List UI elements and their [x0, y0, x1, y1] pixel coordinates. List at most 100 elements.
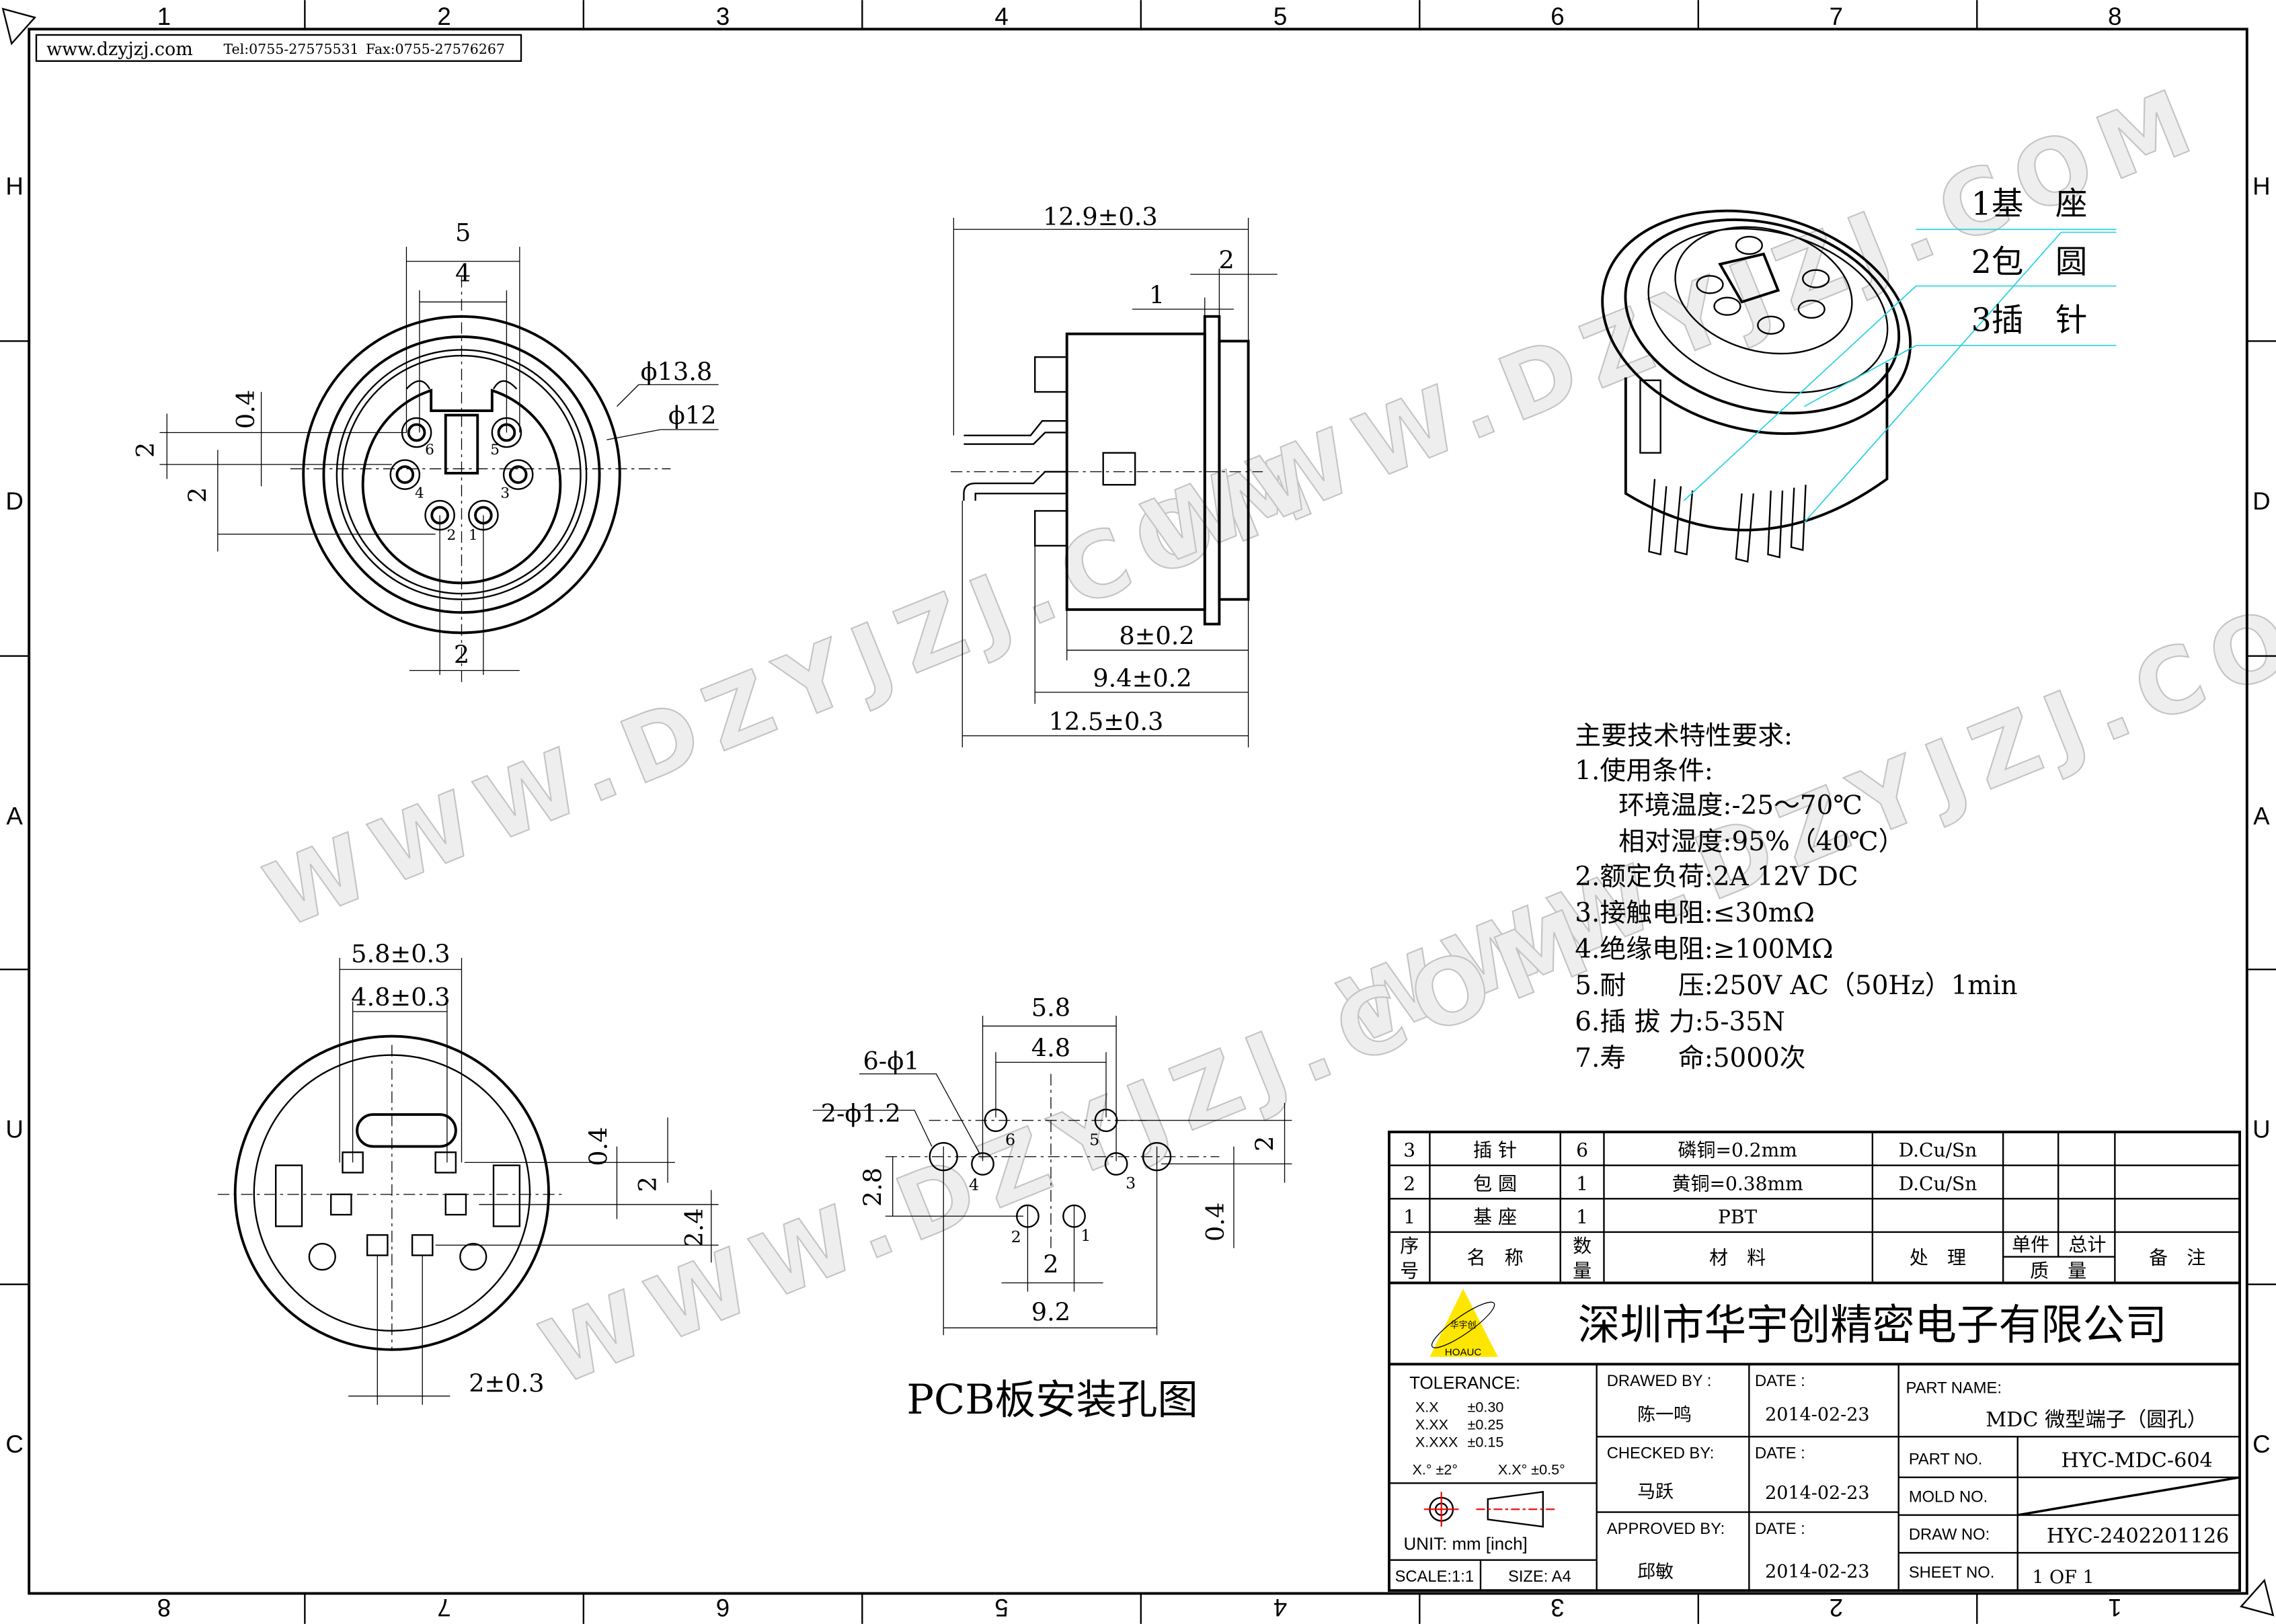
- pin-label: 3: [500, 485, 510, 502]
- pin-label: 3: [1126, 1174, 1136, 1192]
- tol-key: X.XXX: [1415, 1433, 1458, 1450]
- dim-offset: 0.4: [1201, 1203, 1230, 1242]
- part-no-label: PART NO.: [1909, 1451, 1982, 1468]
- sheet-no: 1 OF 1: [2032, 1567, 2094, 1588]
- pin-label: 1: [469, 527, 478, 544]
- tol-value: ±0.30: [1468, 1399, 1504, 1416]
- bom-header: 数: [1573, 1235, 1592, 1257]
- size-label: SIZE: A4: [1508, 1568, 1571, 1586]
- ruler-col: 2: [437, 3, 450, 30]
- tol-value: ±0.25: [1468, 1416, 1504, 1433]
- ruler-row: A: [6, 802, 23, 829]
- ruler-col: 7: [1830, 3, 1843, 30]
- ruler-col: 8: [2108, 3, 2121, 30]
- spec-line: 2.额定负荷:2A 12V DC: [1575, 862, 1858, 892]
- part-label-pin: 3插 针: [1971, 302, 2088, 339]
- projection-symbol-icon: [1423, 1491, 1555, 1528]
- tol-key: X.XX: [1415, 1416, 1448, 1433]
- ruler-col: 6: [1551, 3, 1564, 30]
- bom-no: 1: [1403, 1206, 1415, 1228]
- dim-pitch-4: 4: [455, 259, 471, 288]
- specs-title: 主要技术特性要求:: [1575, 721, 1793, 752]
- date-label: DATE :: [1755, 1520, 1805, 1538]
- fax-text: Fax:0755-27576267: [366, 41, 505, 57]
- dim-span: 9.2: [1031, 1298, 1070, 1327]
- pin-label: 2: [447, 527, 457, 544]
- ruler-col: 6: [716, 1594, 730, 1621]
- angle-tol: X.° ±2°: [1413, 1461, 1458, 1477]
- ruler-row: H: [2252, 172, 2271, 200]
- drawn-by: 陈一鸣: [1637, 1405, 1692, 1426]
- dim-dia-12: ϕ12: [668, 401, 717, 430]
- bom-table: 3 插 针 6 磷铜=0.2mm D.Cu/Sn 2 包 圆 1 黄铜=0.38…: [1388, 1131, 2241, 1592]
- date-drawn: 2014-02-23: [1765, 1405, 1870, 1426]
- pin-label: 4: [415, 485, 424, 502]
- dim-row: 2: [1250, 1136, 1279, 1151]
- bom-header: 质 量: [2030, 1260, 2086, 1282]
- ruler-col: 5: [994, 1594, 1008, 1621]
- dim-body: 8±0.2: [1119, 622, 1194, 651]
- ruler-row: U: [5, 1116, 24, 1143]
- company-logo: 华宇创 HOAUC: [1429, 1289, 1498, 1358]
- bom-header: 名 称: [1466, 1246, 1523, 1268]
- spec-line: 4.绝缘电阻:≥100MΩ: [1575, 934, 1833, 965]
- pcb-title: PCB板安装孔图: [906, 1377, 1198, 1424]
- pin-label: 1: [1081, 1226, 1091, 1245]
- ruler-row: H: [5, 172, 24, 200]
- dim-dia-13-8: ϕ13.8: [641, 358, 713, 387]
- dim-inner: 4.8±0.3: [351, 983, 450, 1012]
- bottom-view: 5.8±0.3 4.8±0.3 2±0.3 0.4 2 2.4: [217, 939, 719, 1405]
- pcb-hole-layout: 1 2 3 4 5 6 5.8 4.8 6-ϕ1 2-ϕ1.2 2.8 2 0.…: [812, 993, 1292, 1424]
- bom-material: 黄铜=0.38mm: [1672, 1172, 1803, 1194]
- unit-label: UNIT: mm [inch]: [1404, 1535, 1528, 1554]
- pin-label: 5: [490, 442, 500, 458]
- bom-header: 材 料: [1709, 1246, 1766, 1268]
- date-label: DATE :: [1755, 1373, 1805, 1390]
- pin-label: 6: [1005, 1130, 1015, 1149]
- dim-outer: 5.8: [1031, 993, 1070, 1022]
- ruler-col: 4: [1273, 1594, 1287, 1621]
- dim-pitch-5: 5: [455, 218, 471, 247]
- dim-step: 1: [1149, 280, 1165, 309]
- pin-label: 6: [425, 442, 434, 458]
- dim-height: 2.8: [858, 1168, 887, 1207]
- ruler-row: U: [2252, 1116, 2271, 1143]
- front-view: 1 2 3 4 5 6 5 4 ϕ13.8 ϕ12 0.4 2 2 2: [131, 218, 719, 682]
- dim-inner: 4.8: [1031, 1034, 1070, 1063]
- spec-line: 3.接触电阻:≤30mΩ: [1575, 898, 1815, 928]
- ruler-row: A: [2253, 802, 2270, 829]
- company-name: 深圳市华宇创精密电子有限公司: [1578, 1301, 2167, 1350]
- part-name: MDC 微型端子（圆孔）: [1986, 1408, 2207, 1432]
- dim-row-b: 2: [184, 487, 212, 503]
- website-link[interactable]: www.dzyjzj.com: [46, 39, 193, 60]
- drawn-by-label: DRAWED BY :: [1607, 1373, 1712, 1390]
- dim-overall-length: 12.9±0.3: [1043, 202, 1158, 231]
- title-block: 华宇创 HOAUC 深圳市华宇创精密电子有限公司 TOLERANCE: X.X …: [1388, 1289, 2240, 1591]
- bom-header: 号: [1400, 1260, 1419, 1282]
- spec-line: 6.插 拔 力:5-35N: [1575, 1007, 1785, 1037]
- dim-row2: 2.4: [680, 1208, 709, 1247]
- bom-finish: D.Cu/Sn: [1899, 1172, 1977, 1194]
- isometric-view: 1基 座 2包 圆 3插 针: [1601, 186, 2117, 563]
- bom-qty: 6: [1576, 1139, 1588, 1162]
- ruler-row: C: [5, 1430, 24, 1458]
- dim-flange: 2: [1219, 246, 1234, 275]
- tel-text: Tel:0755-27575531: [223, 41, 358, 57]
- pin-label: 2: [1011, 1227, 1021, 1246]
- date-approved: 2014-02-23: [1765, 1561, 1870, 1582]
- bom-no: 3: [1403, 1139, 1415, 1162]
- spec-line: 7.寿 命:5000次: [1575, 1043, 1805, 1073]
- bom-header: 备 注: [2149, 1246, 2205, 1268]
- pin-label: 5: [1089, 1130, 1099, 1149]
- logo-text: HOAUC: [1445, 1346, 1482, 1358]
- sheet-no-label: SHEET NO.: [1909, 1564, 1995, 1582]
- dim-offset: 0.4: [584, 1127, 613, 1166]
- dim-bottom-pitch: 2: [454, 641, 469, 669]
- approved-by: 邱敏: [1637, 1561, 1674, 1582]
- bom-material: PBT: [1718, 1206, 1757, 1228]
- bom-name: 包 圆: [1473, 1172, 1517, 1194]
- logo-cn: 华宇创: [1450, 1320, 1477, 1330]
- dim-row: 2: [633, 1176, 662, 1192]
